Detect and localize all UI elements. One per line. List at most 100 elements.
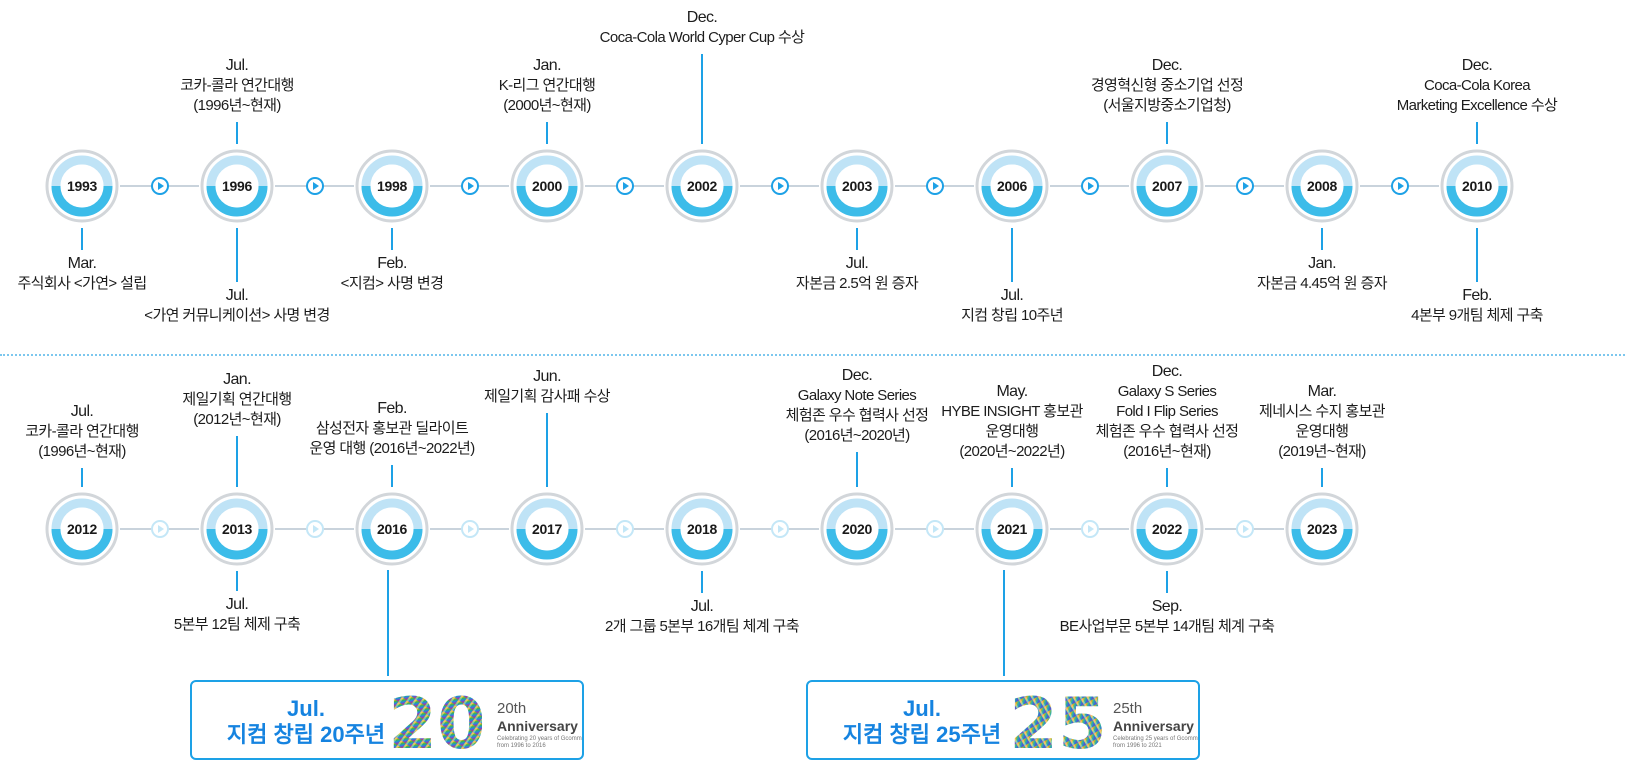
stem-line [236,571,238,591]
play-icon[interactable] [1390,177,1409,195]
year-label: 2022 [1152,521,1182,537]
year-node-2023: 2023 [1284,491,1360,567]
play-icon[interactable] [150,177,169,195]
stem-line [236,228,238,282]
svg-text:20: 20 [392,690,482,752]
svg-text:25: 25 [1013,690,1103,752]
event-text: Coca-Cola Korea [1423,77,1531,94]
event-row1-below-6: Jul. 지컴 창립 10주년 [862,286,1162,326]
stem-line [236,436,238,487]
year-node-2000: 2000 [509,148,585,224]
year-node-2017: 2017 [509,491,585,567]
event-row1-below-2: Feb.<지컴> 사명 변경 [242,254,542,294]
year-node-2003: 2003 [819,148,895,224]
stem-line [1321,228,1323,250]
anniversary-stem [1003,570,1005,676]
year-label: 2012 [67,521,97,537]
play-icon[interactable] [1080,520,1099,538]
anniversary-20-title: Jul. 지컴 창립 20주년 [216,696,396,748]
stem-line [1166,122,1168,144]
anniversary-25-title: Jul. 지컴 창립 25주년 [832,696,1012,748]
stem-line [81,228,83,250]
year-label: 2016 [377,521,407,537]
year-label: 1996 [222,178,252,194]
event-month: Jul. [845,255,869,272]
play-icon[interactable] [925,177,944,195]
event-text: 제일기획 연간대행 [182,391,292,408]
event-row2-above-1: Jan. 제일기획 연간대행 (2012년~현재) [87,370,387,430]
anniversary-20-note: Celebrating 20 years of Gcomm from 1996 … [497,736,582,749]
anniversary-20-suffix: 20th [497,700,527,717]
event-text: <지컴> 사명 변경 [340,275,444,292]
event-text: 2개 그룹 5본부 16개팀 체계 구축 [604,618,800,635]
year-node-1993: 1993 [44,148,120,224]
event-month: Dec. [841,367,873,384]
event-text: (2019년~현재) [1278,443,1366,460]
year-node-2018: 2018 [664,491,740,567]
year-label: 2018 [687,521,717,537]
play-icon[interactable] [925,520,944,538]
stem-line [701,571,703,593]
row-divider [0,354,1625,356]
year-node-2013: 2013 [199,491,275,567]
event-month: Jan. [223,371,251,388]
play-icon[interactable] [150,520,169,538]
stem-line [546,122,548,144]
event-row2-above-3: Jun.제일기획 감사패 수상 [397,367,697,407]
event-month: Sep. [1151,598,1183,615]
play-icon[interactable] [1235,520,1254,538]
event-text: 자본금 2.5억 원 증자 [795,275,919,292]
event-text: (2020년~2022년) [959,443,1065,460]
event-text: (2000년~현재) [503,97,591,114]
event-month: Jul. [1000,287,1024,304]
play-icon[interactable] [305,177,324,195]
year-node-2008: 2008 [1284,148,1360,224]
event-month: Feb. [377,400,407,417]
anniversary-stem [387,570,389,676]
event-text: 지컴 창립 10주년 [961,307,1063,324]
event-month: Jul. [690,598,714,615]
event-text: Coca-Cola World Cyper Cup 수상 [599,29,805,46]
year-node-2007: 2007 [1129,148,1205,224]
event-text: 체험존 우수 협력사 선정 [1095,423,1239,440]
stem-line [391,465,393,487]
stem-line [1476,122,1478,144]
event-text: Marketing Excellence 수상 [1396,97,1558,114]
anniversary-25-note: Celebrating 25 years of Gcomm from 1996 … [1113,736,1198,749]
play-icon[interactable] [305,520,324,538]
event-text: K-리그 연간대행 [498,77,596,94]
year-label: 2002 [687,178,717,194]
event-row1-above-3: Jan.K-리그 연간대행(2000년~현재) [397,56,697,116]
year-node-2002: 2002 [664,148,740,224]
year-node-2006: 2006 [974,148,1050,224]
play-icon[interactable] [770,520,789,538]
play-icon[interactable] [615,520,634,538]
stem-line [81,468,83,487]
event-text: 운영 대행 (2016년~2022년) [309,440,475,457]
event-month: Jul. [225,596,249,613]
event-row2-above-0: Jul.코카-콜라 연간대행(1996년~현재) [0,402,232,462]
event-text: 코카-콜라 연간대행 [180,77,294,94]
anniversary-20-text: 지컴 창립 20주년 [226,722,386,747]
year-node-2016: 2016 [354,491,430,567]
play-icon[interactable] [460,520,479,538]
play-icon[interactable] [770,177,789,195]
stem-line [1166,468,1168,487]
play-icon[interactable] [460,177,479,195]
play-icon[interactable] [1235,177,1254,195]
year-label: 2020 [842,521,872,537]
year-label: 1993 [67,178,97,194]
event-text: 4본부 9개팀 체제 구축 [1411,307,1543,324]
stem-line [1476,228,1478,282]
anniversary-20-logo: 20 [392,690,482,752]
event-text: (2012년~현재) [193,411,281,428]
event-month: Mar. [67,255,97,272]
event-row2-below-1: Jul.5본부 12팀 체제 구축 [87,595,387,635]
play-icon[interactable] [615,177,634,195]
play-icon[interactable] [1080,177,1099,195]
anniversary-25-text: 지컴 창립 25주년 [842,722,1002,747]
event-row1-below-0: Mar.주식회사 <가연> 설립 [0,254,232,294]
